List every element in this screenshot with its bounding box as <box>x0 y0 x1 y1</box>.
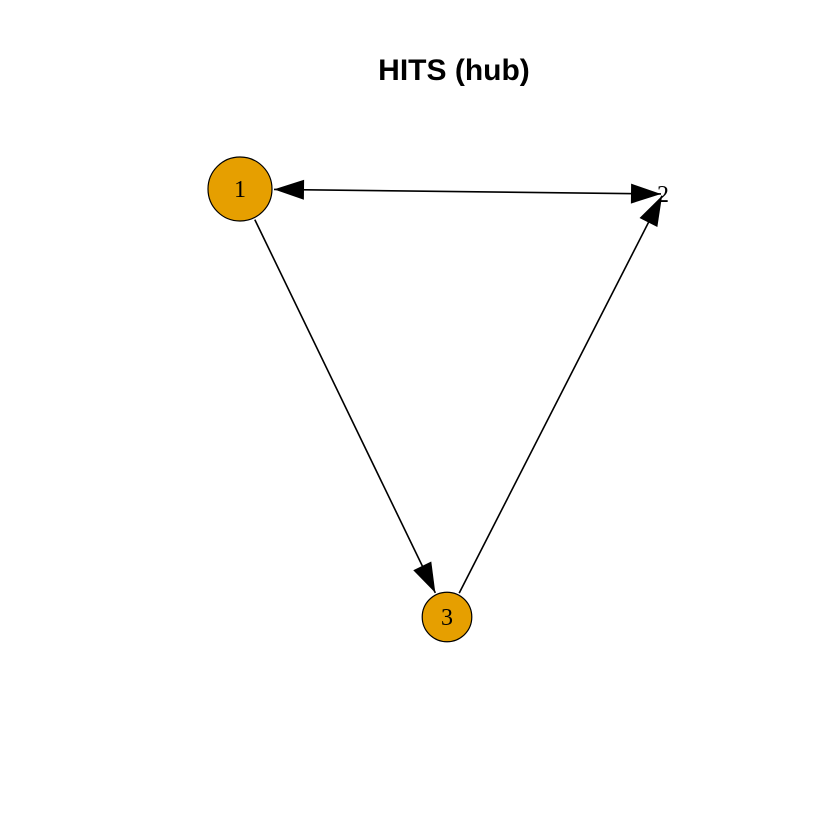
arrowhead-3-to-2 <box>639 195 663 228</box>
nodes-layer: 1 2 3 <box>207 156 669 643</box>
node-2: 2 <box>657 182 669 208</box>
node-circle-3 <box>421 591 473 643</box>
node-3: 3 <box>421 591 473 643</box>
edge-1-3 <box>254 219 437 594</box>
node-circle-1 <box>207 156 273 222</box>
edges-layer <box>254 179 663 594</box>
plot-title: HITS (hub) <box>378 54 530 87</box>
arrowhead-1-to-3 <box>413 561 436 593</box>
edge-3-2 <box>458 195 663 594</box>
edge-1-2 <box>273 188 662 195</box>
arrowhead-2-to-1 <box>273 179 305 200</box>
node-label-2: 2 <box>657 182 669 208</box>
node-1: 1 <box>207 156 273 222</box>
node-label-1: 1 <box>234 177 246 203</box>
node-label-3: 3 <box>441 605 453 631</box>
arrowhead-1-to-2 <box>630 183 662 204</box>
